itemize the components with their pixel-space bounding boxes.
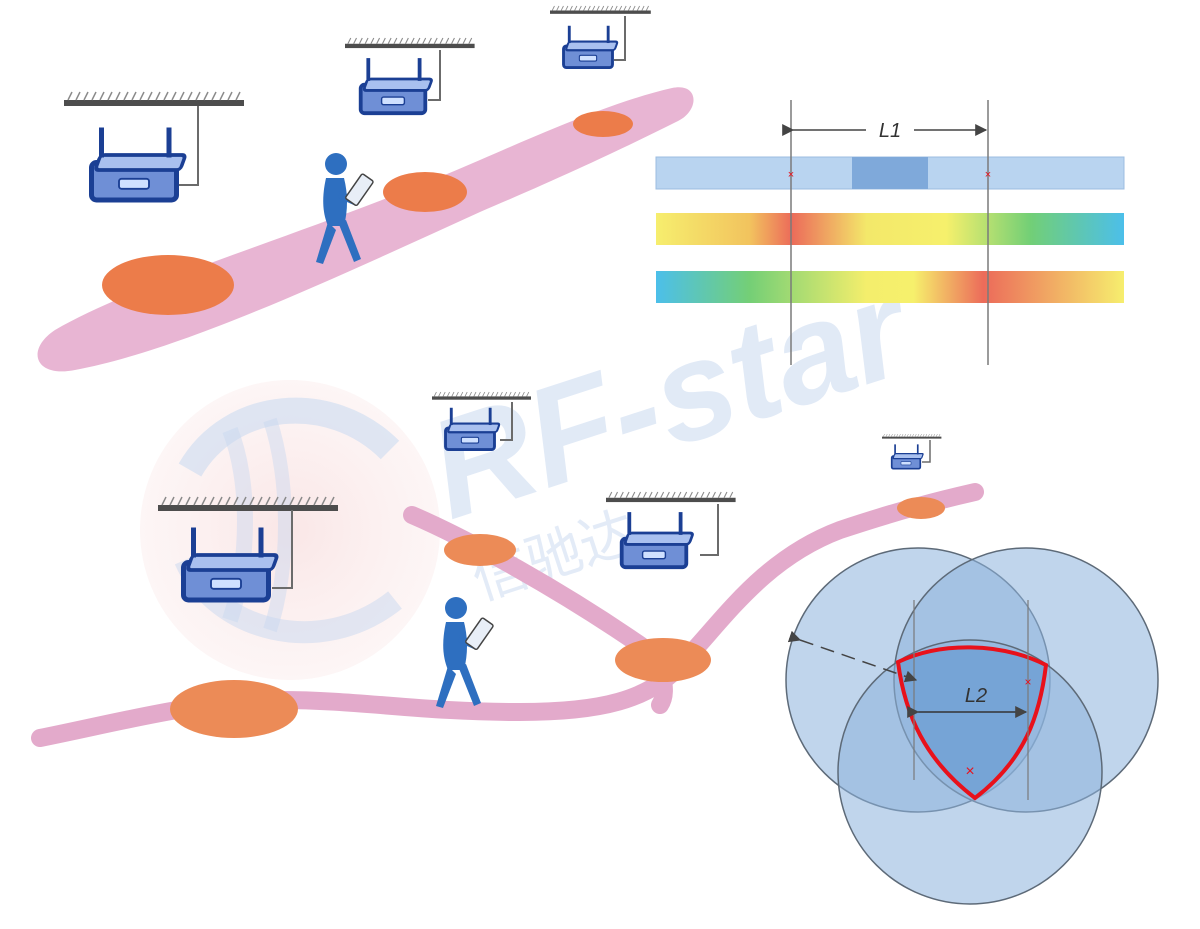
estimated-position-marker: × <box>965 763 974 780</box>
router-unit-7 <box>881 433 942 470</box>
zone-upper-2 <box>383 172 467 212</box>
router-icon <box>92 128 186 201</box>
signal-bar-1-segment <box>852 157 928 189</box>
router-unit-4 <box>157 496 339 600</box>
ceiling-mount-icon <box>549 5 652 15</box>
signal-bars-panel: L1 × × <box>655 100 1125 365</box>
ceiling-mount-icon <box>881 433 942 439</box>
router-icon <box>358 56 435 116</box>
router-unit-1 <box>63 91 245 201</box>
signal-bar-3 <box>656 271 1124 303</box>
router-unit-6 <box>605 491 737 570</box>
svg-text:×: × <box>985 169 991 181</box>
router-unit-2 <box>344 37 476 116</box>
svg-text:×: × <box>788 169 794 181</box>
zone-lower-3 <box>615 638 711 682</box>
router-icon <box>890 443 925 470</box>
l1-label: L1 <box>879 120 901 142</box>
walking-person-icon <box>435 596 495 709</box>
trilateration-diagram: L2 × × <box>785 547 1159 905</box>
zone-upper-3 <box>573 111 633 137</box>
intersection-region <box>895 645 1049 801</box>
ceiling-mount-icon <box>344 37 476 49</box>
zone-upper-1 <box>102 255 234 315</box>
zone-lower-1 <box>170 680 298 738</box>
ceiling-mount-icon <box>63 91 245 107</box>
signal-bar-2 <box>656 213 1124 245</box>
router-icon <box>619 510 696 570</box>
svg-text:×: × <box>1024 675 1031 689</box>
zone-lower-2 <box>444 534 516 566</box>
watermark-logo <box>140 380 440 680</box>
router-unit-5 <box>431 391 532 451</box>
zone-lower-4 <box>897 497 945 519</box>
router-icon <box>562 24 620 69</box>
coverage-circle-bottom <box>837 639 1103 905</box>
l2-label: L2 <box>965 685 987 707</box>
router-unit-3 <box>549 5 652 69</box>
